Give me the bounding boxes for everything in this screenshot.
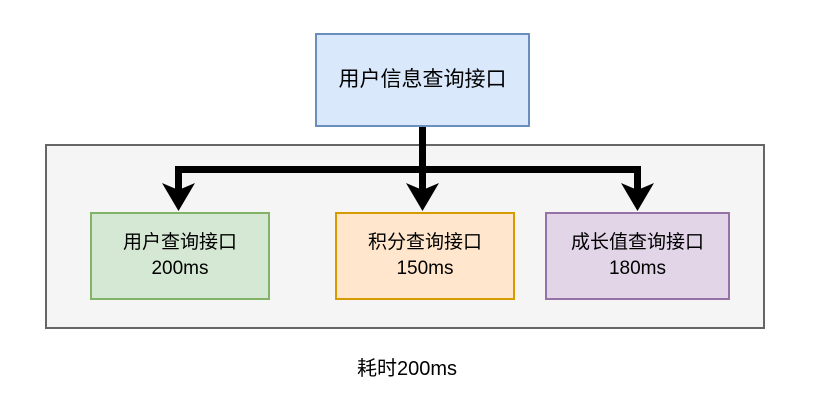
node-points-query-label: 积分查询接口 <box>367 231 482 253</box>
node-root-interface[interactable]: 用户信息查询接口 <box>315 33 530 127</box>
diagram-caption: 耗时200ms <box>356 358 458 380</box>
node-growth-query-metric: 180ms <box>608 258 667 279</box>
node-points-query-interface[interactable]: 积分查询接口 150ms <box>335 212 515 300</box>
node-user-query-interface[interactable]: 用户查询接口 200ms <box>90 212 270 300</box>
node-root-label: 用户信息查询接口 <box>338 67 507 91</box>
node-user-query-metric: 200ms <box>151 258 209 279</box>
node-growth-query-label: 成长值查询接口 <box>570 231 704 253</box>
node-growth-query-interface[interactable]: 成长值查询接口 180ms <box>545 212 730 300</box>
node-points-query-metric: 150ms <box>396 258 454 279</box>
node-user-query-label: 用户查询接口 <box>122 231 237 253</box>
